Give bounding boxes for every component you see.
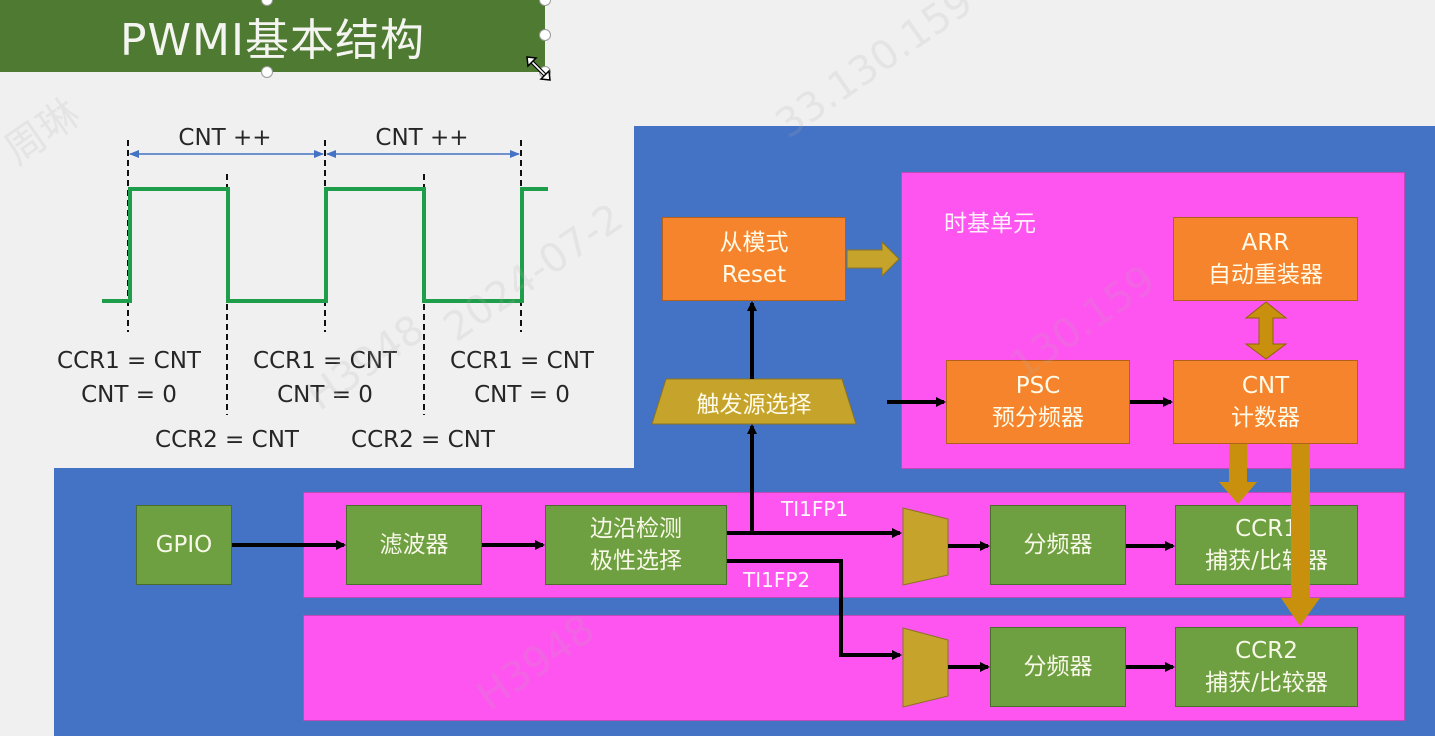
signal-trace (102, 187, 548, 303)
arr-box: ARR 自动重装器 (1173, 217, 1358, 301)
time-base-label: 时基单元 (944, 211, 1036, 237)
resize-handle-bottom[interactable] (261, 66, 273, 78)
ch2-mux (902, 627, 949, 708)
slide-title-text: PWMI基本结构 (120, 15, 425, 66)
ccr2-box: CCR2 捕获/比较器 (1175, 627, 1358, 707)
gpio-label: GPIO (155, 532, 213, 558)
ch1-mux (902, 507, 949, 586)
resize-cursor-icon (526, 56, 551, 81)
cnt-box: CNT 计数器 (1173, 360, 1358, 444)
rising-edge-1-line2: CNT = 0 (81, 382, 177, 408)
rising-edge-2-line1: CCR1 = CNT (253, 348, 397, 374)
ccr2-line1: CCR2 (1235, 638, 1298, 664)
cnt-ccr2-bus (1281, 444, 1320, 626)
arr-line1: ARR (1241, 230, 1290, 256)
cnt-ccr1-bus (1219, 444, 1257, 504)
rising-edge-1-line1: CCR1 = CNT (57, 348, 201, 374)
rising-edge-3-line1: CCR1 = CNT (450, 348, 594, 374)
period-label-2: CNT ++ (375, 125, 469, 151)
ccr2-line2: 捕获/比较器 (1205, 670, 1328, 696)
cnt-line1: CNT (1241, 373, 1290, 399)
rising-edge-2-line2: CNT = 0 (277, 382, 373, 408)
rising-edge-label-3: CCR1 = CNT CNT = 0 (441, 344, 603, 412)
rising-edge-label-2: CCR1 = CNT CNT = 0 (244, 344, 406, 412)
trigger-select-label: 触发源选择 (696, 391, 812, 418)
ch2-prescaler-label: 分频器 (1023, 654, 1093, 680)
ch2-prescaler-box: 分频器 (990, 627, 1126, 707)
rising-edge-label-1: CCR1 = CNT CNT = 0 (48, 344, 210, 412)
psc-box: PSC 预分频器 (946, 360, 1130, 444)
ccr1-box: CCR1 捕获/比较器 (1175, 505, 1358, 585)
falling-edge-label-1: CCR2 = CNT (155, 427, 299, 453)
rising-edge-3-line2: CNT = 0 (474, 382, 570, 408)
reset-arrow (846, 240, 900, 278)
slave-mode-line2: Reset (721, 262, 787, 288)
tifp1-label: TI1FP1 (781, 497, 849, 521)
cnt-line2: 计数器 (1231, 405, 1300, 431)
falling-edge-label-2: CCR2 = CNT (351, 427, 495, 453)
psc-line1: PSC (1015, 373, 1061, 399)
arr-line2: 自动重装器 (1208, 262, 1323, 288)
psc-line2: 预分频器 (992, 405, 1084, 431)
edge-detect-line1: 边沿检测 (590, 516, 682, 542)
ccr1-line1: CCR1 (1235, 516, 1298, 542)
resize-handle-right[interactable] (539, 29, 551, 41)
filter-label: 滤波器 (379, 532, 449, 558)
edge-detect-box: 边沿检测 极性选择 (545, 505, 727, 585)
tifp2-label: TI1FP2 (743, 568, 811, 592)
period-label-1: CNT ++ (178, 125, 272, 151)
ch1-prescaler-label: 分频器 (1023, 532, 1093, 558)
gpio-box: GPIO (136, 505, 232, 585)
edge-detect-line2: 极性选择 (590, 548, 682, 574)
slave-mode-box: 从模式 Reset (662, 217, 846, 301)
filter-box: 滤波器 (346, 505, 482, 585)
tifp2-arrow (727, 559, 902, 660)
slide-title[interactable]: PWMI基本结构 (0, 0, 545, 72)
arr-cnt-arrow (1244, 301, 1288, 360)
ch1-prescaler-box: 分频器 (990, 505, 1126, 585)
slave-mode-line1: 从模式 (719, 230, 789, 256)
trigger-select-shape (651, 378, 857, 425)
